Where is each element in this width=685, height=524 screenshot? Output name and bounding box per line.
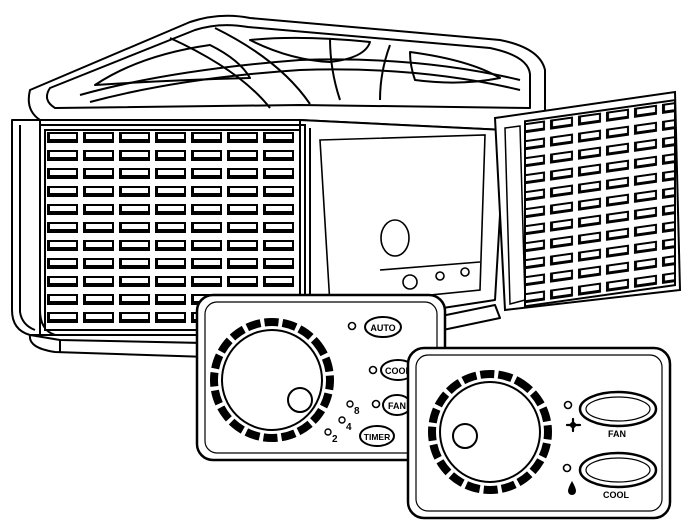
cool-button-right[interactable] <box>578 451 658 489</box>
fan-button-right[interactable] <box>578 390 658 428</box>
timer-button[interactable]: TIMER <box>359 425 395 447</box>
timer-mark-8: 8 <box>354 406 360 417</box>
side-grille <box>493 90 682 312</box>
timer-dial[interactable] <box>190 298 353 461</box>
timer-button-label: TIMER <box>364 432 390 442</box>
cool-indicator-led-right <box>562 463 572 473</box>
fan-indicator-led <box>371 399 381 409</box>
auto-button-label: AUTO <box>370 323 395 333</box>
reservoir-interior <box>319 134 486 306</box>
fan-button-right-label: FAN <box>608 429 626 439</box>
cool-button-left-label: COOL <box>385 366 412 376</box>
auto-button[interactable]: AUTO <box>364 316 402 338</box>
fan-icon <box>565 417 582 433</box>
speed-dial[interactable] <box>411 353 569 511</box>
timer-mark-2: 2 <box>332 434 338 445</box>
fan-indicator-led-right <box>563 400 573 410</box>
auto-indicator-led <box>347 321 357 331</box>
cool-button-right-label: COOL <box>603 490 630 500</box>
control-panel-right: FAN COOL <box>406 346 672 520</box>
water-drop-icon <box>568 481 576 495</box>
fan-button-left-label: FAN <box>388 401 406 411</box>
cool-indicator-led <box>368 365 378 375</box>
cooler-body <box>11 14 546 361</box>
timer-mark-4: 4 <box>346 422 352 433</box>
control-panel-left: 2 4 8 AUTO COOL FAN TIMER <box>190 293 447 462</box>
